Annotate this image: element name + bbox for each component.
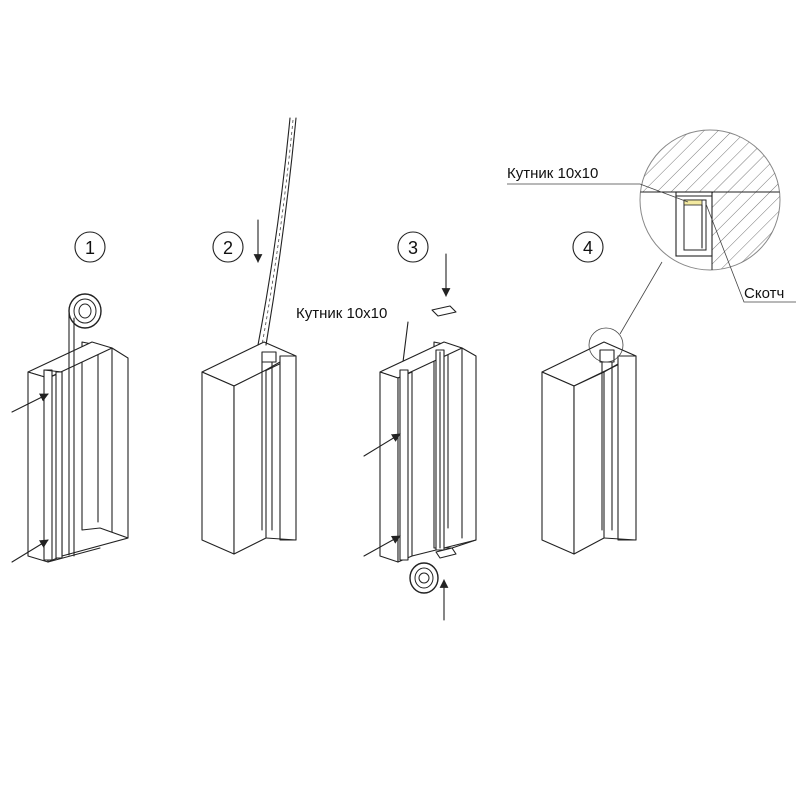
step-number: 2	[223, 238, 233, 258]
arrow-icon	[363, 433, 401, 457]
door-frame-step-1	[11, 293, 129, 563]
corner-detail-label: Кутник 10x10	[507, 165, 598, 182]
leader-line	[705, 203, 796, 303]
corner-label: Кутник 10x10	[296, 305, 387, 322]
arrow-icon	[363, 535, 401, 557]
arrow-icon	[11, 539, 49, 563]
door-frame-step-3	[379, 341, 477, 563]
tape-strip	[257, 117, 297, 346]
arrow-icon	[11, 393, 49, 413]
detail-callout: Кутник 10x10 Скотч	[507, 129, 796, 303]
tape-layer	[683, 199, 703, 206]
tape-roll-icon	[68, 293, 102, 557]
leader-line	[507, 183, 689, 203]
step-2-badge: 2	[212, 231, 244, 263]
tape-roll-icon	[409, 547, 457, 594]
step-1-badge: 1	[74, 231, 106, 263]
step-number: 4	[583, 238, 593, 258]
door-frame-step-4	[541, 341, 637, 555]
step-2: 2	[201, 117, 297, 555]
step-number: 3	[408, 238, 418, 258]
detail-marker	[588, 327, 624, 363]
tape-label: Скотч	[744, 285, 784, 302]
corner-piece	[431, 305, 457, 317]
step-1: 1	[11, 231, 129, 563]
step-number: 1	[85, 238, 95, 258]
detail-leader	[619, 261, 663, 335]
step-4-badge: 4	[572, 231, 604, 263]
step-3-badge: 3	[397, 231, 429, 263]
step-4: 4	[541, 231, 663, 555]
door-frame-step-2	[201, 117, 297, 555]
step-3: 3 Кутник 10x10	[296, 231, 477, 621]
